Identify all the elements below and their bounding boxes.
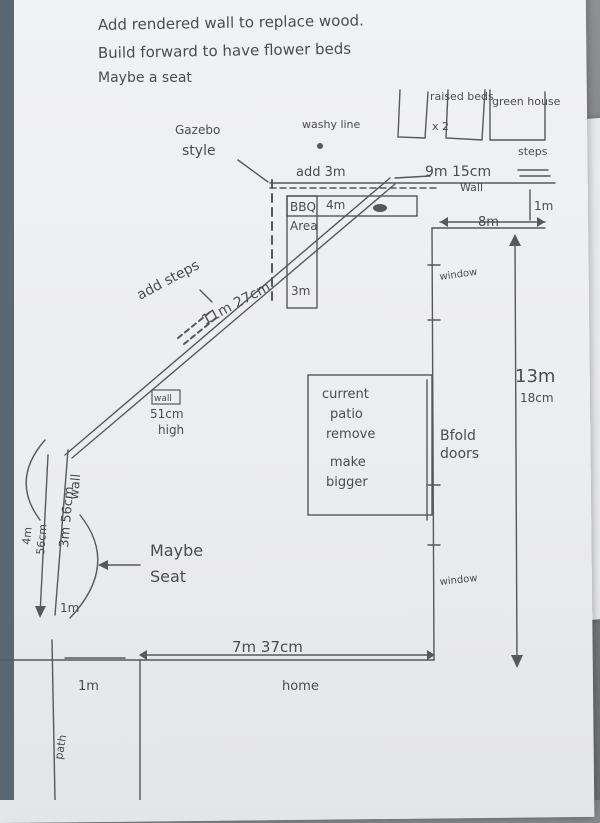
add-3m-label: add 3m <box>296 165 346 180</box>
patio-text-4: make <box>330 455 366 470</box>
note-line-2: Build forward to have flower beds <box>98 40 352 62</box>
home-label: home <box>282 679 319 694</box>
three-m-label: 3m <box>291 284 310 298</box>
eighteen-cm-label: 18cm <box>520 391 554 405</box>
left-path-line <box>51 639 56 800</box>
diagonal-wall-2 <box>71 183 396 459</box>
raised-bed-box-2 <box>445 89 486 141</box>
seat-label: Seat <box>150 567 186 586</box>
left-dim-line <box>39 454 49 616</box>
arrowhead-bottom-left <box>139 650 147 660</box>
bbq-grill <box>373 204 387 212</box>
note-line-3: Maybe a seat <box>98 70 192 86</box>
wall-height-1: 51cm <box>150 407 184 421</box>
raised-beds-count: x 2 <box>432 120 449 133</box>
patio-text-5: bigger <box>326 475 368 490</box>
gazebo-label: Gazebo <box>175 123 220 137</box>
left-dim-alt-1: 4m <box>20 526 34 545</box>
left-dim-label: 3m 56cm <box>57 486 77 548</box>
note-line-1: Add rendered wall to replace wood. <box>98 11 364 34</box>
dim-13m-line <box>514 237 518 666</box>
bifold-text-1: Bfold <box>440 428 476 444</box>
arrowhead-bottom-right <box>427 650 435 660</box>
patio-text-3: remove <box>326 427 375 442</box>
green-house-label: green house <box>492 95 561 108</box>
wall-small-label: wall <box>154 394 172 404</box>
bifold-text-2: doors <box>440 446 479 462</box>
eight-m-label: 8m <box>478 215 499 230</box>
add-steps-arrow <box>199 289 213 303</box>
arrowhead-13m-bottom <box>511 655 523 668</box>
gazebo-style-label: style <box>182 143 216 159</box>
top-wall-dim: 9m 15cm <box>425 164 491 180</box>
thirteen-m-label: 13m <box>515 366 555 387</box>
steps-right-label: steps <box>518 145 548 158</box>
bbq-dim: 4m <box>326 198 345 212</box>
gazebo-arrow <box>237 159 269 183</box>
greenhouse-box <box>489 89 546 141</box>
wall-height-2: high <box>158 423 184 437</box>
window-top-label: window <box>439 267 478 283</box>
one-m-right: 1m <box>534 199 553 213</box>
left-wall-label: wall <box>67 473 84 500</box>
sketch-canvas: Add rendered wall to replace wood. Build… <box>0 11 561 800</box>
diagonal-dim: 11m 27cm <box>199 279 273 328</box>
house-right-side <box>431 227 435 661</box>
diagonal-wall <box>64 177 391 456</box>
left-edge-strip <box>0 0 14 800</box>
bbq-area-label: Area <box>290 219 318 233</box>
washing-line-dot <box>317 143 323 149</box>
raised-beds-label: raised beds <box>430 90 494 103</box>
one-m-bottom-label: 1m <box>78 679 99 694</box>
path-label: path <box>52 734 69 761</box>
patio-text-2: patio <box>330 407 363 422</box>
left-dim-alt-2: 56cm <box>34 523 50 555</box>
bbq-area-column <box>286 195 318 309</box>
left-curve <box>25 439 46 521</box>
step-marks <box>177 311 211 339</box>
arrowhead-8m-left <box>440 217 448 227</box>
top-arrow <box>394 175 431 179</box>
seat-curve <box>69 514 99 619</box>
bbq-label: BBQ <box>290 200 316 214</box>
top-wall-label: Wall <box>460 181 483 194</box>
window-bottom-label: window <box>439 573 478 588</box>
raised-bed-box-1 <box>397 89 429 139</box>
wall-label-box <box>151 389 181 405</box>
patio-box <box>307 374 433 516</box>
arrowhead-seat <box>98 560 108 570</box>
left-wall <box>54 449 69 616</box>
arrowhead-8m-right <box>537 217 545 227</box>
one-m-left-label: 1m <box>60 601 79 615</box>
bottom-dim-label: 7m 37cm <box>232 638 303 656</box>
patio-text-1: current <box>322 387 369 402</box>
arrowhead-left-dim-bottom <box>35 606 46 618</box>
arrowhead-13m-top <box>509 234 521 246</box>
add-steps-label: add steps <box>134 257 202 303</box>
maybe-label: Maybe <box>150 541 203 560</box>
washing-line-label: washy line <box>302 118 361 131</box>
step-marks-2 <box>183 317 217 345</box>
